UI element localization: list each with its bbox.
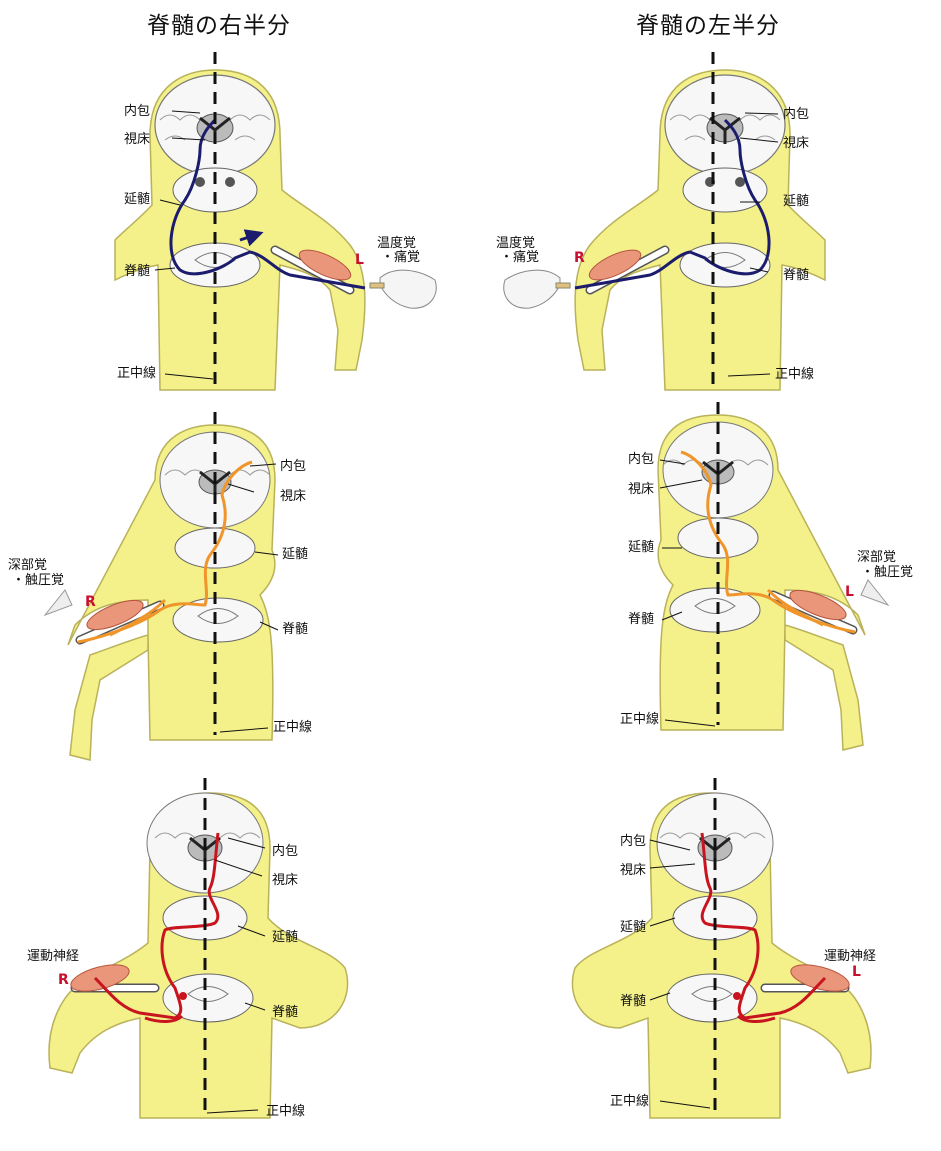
- figure-motor-left: [571, 778, 872, 1119]
- label-temp-pain-2: ・痛覚: [500, 250, 540, 265]
- label-medulla: 延髄: [124, 192, 151, 207]
- label-spinal-cord: 脊髄: [282, 622, 309, 637]
- label-internal-capsule: 内包: [272, 844, 299, 859]
- panel-temp-pain-right-cord: 内包 視床 延髄 脊髄 正中線 温度覚 ・痛覚 L: [0, 40, 470, 423]
- label-midline: 正中線: [610, 1094, 650, 1109]
- label-medulla: 延髄: [272, 930, 299, 945]
- motor-pathway: [93, 832, 220, 1020]
- side-marker-r: R: [58, 972, 69, 988]
- label-spinal-cord: 脊髄: [628, 612, 655, 627]
- label-thalamus: 視床: [783, 136, 810, 151]
- label-deep-touch-2: ・触圧覚: [861, 565, 914, 580]
- side-marker-l: L: [852, 964, 861, 980]
- label-temp-pain-2: ・痛覚: [381, 250, 421, 265]
- label-midline: 正中線: [775, 367, 815, 382]
- label-medulla: 延髄: [620, 920, 647, 935]
- label-spinal-cord: 脊髄: [124, 264, 151, 279]
- figure-motor-right: [48, 778, 349, 1119]
- panel-deep-touch-left-cord: 内包 視床 延髄 脊髄 正中線 深部覚 ・触圧覚 L: [470, 400, 940, 783]
- label-motor-nerve: 運動神経: [27, 949, 80, 964]
- label-midline: 正中線: [117, 366, 157, 381]
- label-medulla: 延髄: [783, 194, 810, 209]
- label-internal-capsule: 内包: [783, 107, 810, 122]
- label-spinal-cord: 脊髄: [783, 268, 810, 283]
- temp-pain-pathway: [169, 118, 366, 290]
- panel-motor-left-cord: 内包 視床 延髄 脊髄 正中線 運動神経 L: [470, 768, 940, 1151]
- figure-deep-touch-left: [657, 402, 890, 751]
- label-thalamus: 視床: [628, 482, 655, 497]
- label-motor-nerve: 運動神経: [824, 949, 877, 964]
- side-marker-r: R: [85, 594, 96, 610]
- side-marker-r: R: [574, 250, 585, 266]
- label-temp-pain-1: 温度覚: [377, 236, 417, 251]
- label-medulla: 延髄: [282, 547, 309, 562]
- label-internal-capsule: 内包: [628, 452, 655, 467]
- panel-temp-pain-left-cord: 内包 視床 延髄 脊髄 正中線 温度覚 ・痛覚 R: [470, 40, 940, 423]
- label-thalamus: 視床: [620, 863, 647, 878]
- panel-motor-right-cord: 内包 視床 延髄 脊髄 正中線 運動神経 R: [0, 768, 470, 1151]
- label-thalamus: 視床: [280, 489, 307, 504]
- label-deep-touch-2: ・触圧覚: [12, 573, 65, 588]
- figure-temp-pain-right: [114, 52, 437, 391]
- panel-deep-touch-right-cord: 内包 視床 延髄 脊髄 正中線 深部覚 ・触圧覚 R: [0, 410, 470, 793]
- side-marker-l: L: [355, 252, 364, 268]
- label-deep-touch-1: 深部覚: [8, 558, 48, 573]
- label-spinal-cord: 脊髄: [272, 1005, 299, 1020]
- stimulus-hand: [369, 269, 437, 309]
- label-temp-pain-1: 温度覚: [496, 236, 536, 251]
- title-left-half: 脊髄の左半分: [636, 13, 780, 39]
- title-right-half: 脊髄の右半分: [147, 13, 291, 39]
- label-midline: 正中線: [273, 720, 313, 735]
- label-thalamus: 視床: [272, 873, 299, 888]
- side-marker-l: L: [845, 584, 854, 600]
- label-midline: 正中線: [266, 1104, 306, 1119]
- label-midline: 正中線: [620, 712, 660, 727]
- label-internal-capsule: 内包: [620, 834, 647, 849]
- deep-touch-pathway: [77, 460, 253, 644]
- label-internal-capsule: 内包: [124, 104, 151, 119]
- label-spinal-cord: 脊髄: [620, 994, 647, 1009]
- label-medulla: 延髄: [628, 540, 655, 555]
- label-internal-capsule: 内包: [280, 459, 307, 474]
- figure-temp-pain-left: [503, 52, 826, 391]
- label-thalamus: 視床: [124, 132, 151, 147]
- figure-deep-touch-right: [43, 412, 279, 761]
- label-deep-touch-1: 深部覚: [857, 550, 897, 565]
